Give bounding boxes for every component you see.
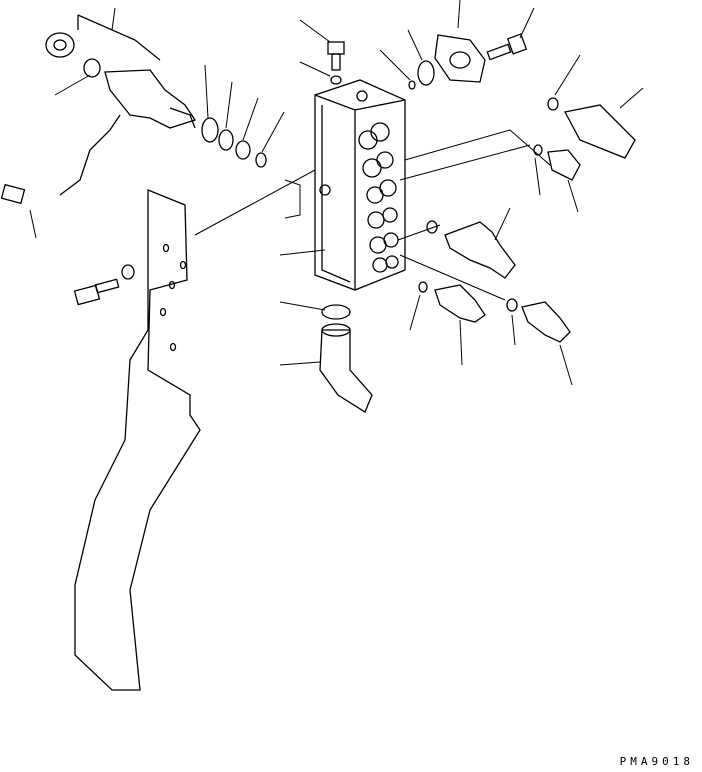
o-ring — [330, 75, 342, 85]
o-ring — [408, 80, 416, 90]
solenoid-valve — [0, 14, 197, 205]
flange — [434, 34, 486, 83]
leader-lines — [29, 0, 644, 386]
mounting-bracket — [74, 189, 201, 691]
bolt-bracket — [73, 264, 135, 306]
fittings — [418, 97, 636, 343]
o-rings-solenoid — [201, 117, 267, 168]
valve-block — [314, 79, 406, 291]
bracket-holes — [159, 243, 187, 352]
drawing-code: PMA9018 — [619, 755, 694, 768]
elbow-fitting — [319, 323, 373, 413]
o-ring — [417, 60, 435, 86]
bolt — [486, 33, 528, 61]
bolt-top — [327, 41, 345, 71]
o-ring — [321, 304, 351, 320]
